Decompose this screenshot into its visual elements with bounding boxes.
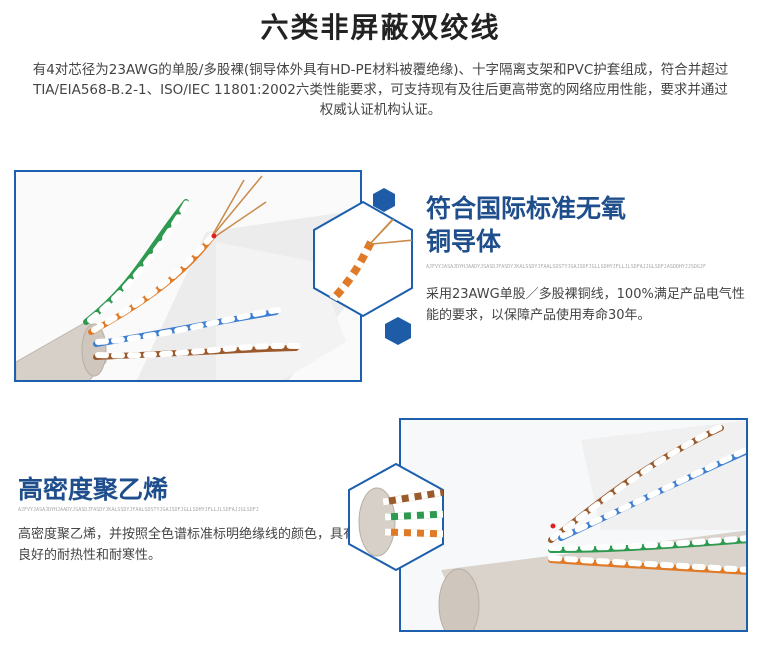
cable-photo-insulation bbox=[399, 418, 748, 632]
feature-description-conductor: 采用23AWG单股／多股裸铜线，100%满足产品电气性能的要求，以保障产品使用寿… bbox=[426, 287, 745, 323]
intro-paragraph: 有4对芯径为23AWG的单股/多股裸(铜导体外具有HD-PE材料被覆绝缘)、十字… bbox=[32, 62, 729, 118]
heading-line: 铜导体 bbox=[426, 227, 502, 256]
heading-line: 符合国际标准无氧 bbox=[426, 194, 627, 223]
decorative-microtext: AJFVYJASAJDYHJAADYJSASDJFASDYJKALSSDYJFA… bbox=[426, 264, 706, 270]
feature-heading-conductor: 符合国际标准无氧 铜导体 bbox=[426, 192, 746, 258]
hexagon-icon bbox=[373, 188, 395, 212]
feature-heading-insulation: 高密度聚乙烯 bbox=[18, 475, 169, 504]
cable-photo-conductor bbox=[14, 170, 362, 382]
decorative-microtext: AJFVYJASAJDYHJAADYJSASDJFASDYJKALSSDYJFA… bbox=[18, 507, 259, 513]
feature-description-insulation: 高密度聚乙烯，并按照全色谱标准标明绝缘线的颜色，具有良好的耐热性和耐寒性。 bbox=[18, 527, 357, 563]
hexagon-icon bbox=[385, 317, 411, 345]
insulation-zoom-circle bbox=[347, 462, 445, 572]
page-title: 六类非屏蔽双绞线 bbox=[260, 11, 501, 44]
conductor-zoom-circle bbox=[312, 200, 414, 318]
